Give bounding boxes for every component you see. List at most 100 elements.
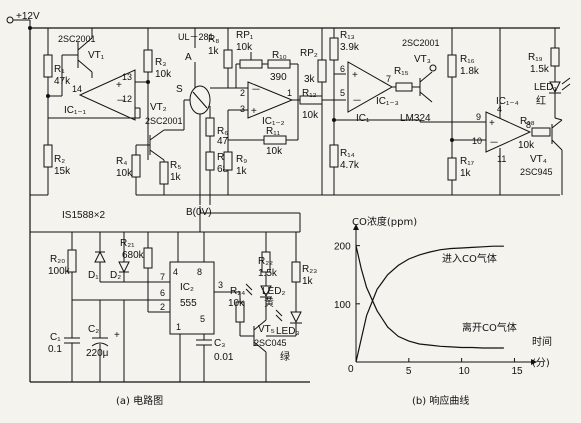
caption-a: (a) 电路图 [116, 394, 163, 407]
vt2-label: VT₂ [150, 102, 167, 113]
r8-value: 1k [208, 46, 220, 57]
r21-value: 680k [122, 250, 145, 261]
caption-b: (b) 响应曲线 [412, 394, 469, 407]
series-line-entering-co [355, 245, 504, 363]
r1-label: R₁ [54, 64, 65, 75]
c3-label: C₃ [214, 338, 225, 349]
r10-resistor [267, 59, 291, 69]
ic1-1-plus: + [116, 80, 122, 91]
chart-x-tick-label: 5 [406, 366, 412, 377]
r16-label: R₁₆ [460, 54, 475, 65]
ic1-4-pin9: 9 [476, 112, 481, 122]
led1-label: LED₁ [534, 82, 557, 93]
r20-value: 100k [48, 266, 71, 277]
r4-label: R₄ [116, 156, 127, 167]
rp1-value: 10k [236, 42, 253, 53]
ic1-2-pin1: 1 [287, 88, 292, 98]
r11-value: 10k [266, 146, 283, 157]
vt5-label: VT₅ [258, 324, 275, 335]
led2-label: LED₂ [262, 286, 285, 297]
r23-value: 1k [302, 276, 314, 287]
chart-x-unit: (分) [532, 357, 550, 369]
vt1-transistor [48, 28, 93, 97]
ic1-3-pin7: 7 [386, 74, 391, 84]
chart-y-axis-arrow [353, 224, 359, 230]
ic1-4-minus: － [489, 138, 499, 149]
r6-resistor [205, 117, 215, 137]
ic1-1-opamp [78, 69, 136, 121]
pin13: 13 [122, 72, 132, 82]
r17-value: 1k [460, 168, 472, 179]
ic1-4-opamp [485, 111, 532, 153]
r24-label: R₂₄ [230, 286, 245, 297]
ic1-2-minus: － [251, 85, 261, 96]
r3-value: 10k [155, 69, 172, 80]
r9-value: 1k [236, 166, 248, 177]
rp1-label: RP₁ [236, 30, 254, 41]
r12-label: R₁₂ [302, 88, 317, 99]
series-label-leaving-co: 离开CO气体 [462, 321, 517, 334]
led3-label: LED₃ [276, 326, 300, 337]
vt4-part-label: 2SC945 [520, 167, 553, 177]
led2-diode [245, 283, 272, 298]
ic1-3-pin6: 6 [340, 64, 345, 74]
chart-x-axis-arrow [531, 359, 537, 365]
r14-value: 4.7k [340, 160, 360, 171]
r19-resistor [550, 47, 560, 67]
r23-label: R₂₃ [302, 264, 317, 275]
led2-color: 黄 [264, 296, 274, 309]
ic2-pin6: 6 [160, 288, 165, 298]
led1-color: 红 [536, 94, 546, 107]
r4-resistor [131, 154, 141, 178]
c3-value: 0.01 [214, 352, 234, 363]
r14-resistor [329, 144, 339, 168]
supply-terminal [6, 16, 14, 24]
vt1-label: VT₁ [88, 50, 105, 61]
diodes-part-label: IS1588×2 [62, 210, 106, 221]
r22-label: R₂₂ [258, 256, 273, 267]
ic1-3-label: IC₁₋₃ [376, 96, 399, 107]
r6-label: R₆ [217, 126, 228, 137]
r3-resistor [143, 49, 153, 73]
vt5-part-label: 2SC045 [254, 338, 287, 348]
r23-resistor [291, 261, 301, 283]
chart-origin-label: 0 [348, 364, 354, 375]
vt2-part-label: 2SC2001 [145, 116, 183, 126]
r7-label: R₇ [217, 152, 228, 163]
vt3-part-label: 2SC2001 [402, 38, 440, 48]
r4-value: 10k [116, 168, 133, 179]
r2-value: 15k [54, 166, 71, 177]
r15-label: R₁₅ [394, 66, 409, 77]
vt4-label: VT₄ [530, 154, 547, 165]
r11-label: R₁₁ [266, 126, 281, 137]
chart-y-tick-label: 100 [334, 300, 351, 311]
r19-label: R₁₉ [528, 52, 543, 63]
r12-value: 10k [302, 110, 319, 121]
r16-value: 1.8k [460, 66, 480, 77]
r22-value: 1.5k [258, 268, 278, 279]
chart-x-tick-label: 10 [459, 366, 471, 377]
ic1-part-label: LM324 [400, 113, 431, 124]
rp2-potentiometer [317, 59, 327, 83]
r5-resistor [159, 161, 169, 185]
r11-resistor [263, 135, 287, 145]
ic2-label: IC₂ [180, 282, 194, 293]
series-label-entering-co: 进入CO气体 [442, 252, 497, 265]
r16-resistor [447, 54, 457, 78]
d1-diode [94, 232, 106, 282]
r20-label: R₂₀ [50, 254, 65, 265]
c2-label: C₂ [88, 324, 99, 335]
supply-label: +12V [16, 11, 40, 22]
r10-value: 390 [270, 72, 287, 83]
vt2-transistor [136, 129, 184, 161]
ic1-2-pin3: 3 [240, 104, 245, 114]
c2-value: 220μ [86, 348, 109, 359]
r18-value: 10k [518, 140, 535, 151]
led3-diode [275, 309, 302, 324]
c1-label: C₁ [50, 332, 61, 343]
r19-value: 1.5k [530, 64, 550, 75]
r13-label: R₁₃ [340, 30, 355, 41]
r5-label: R₅ [170, 160, 181, 171]
chart-x-tick-label: 15 [511, 366, 523, 377]
